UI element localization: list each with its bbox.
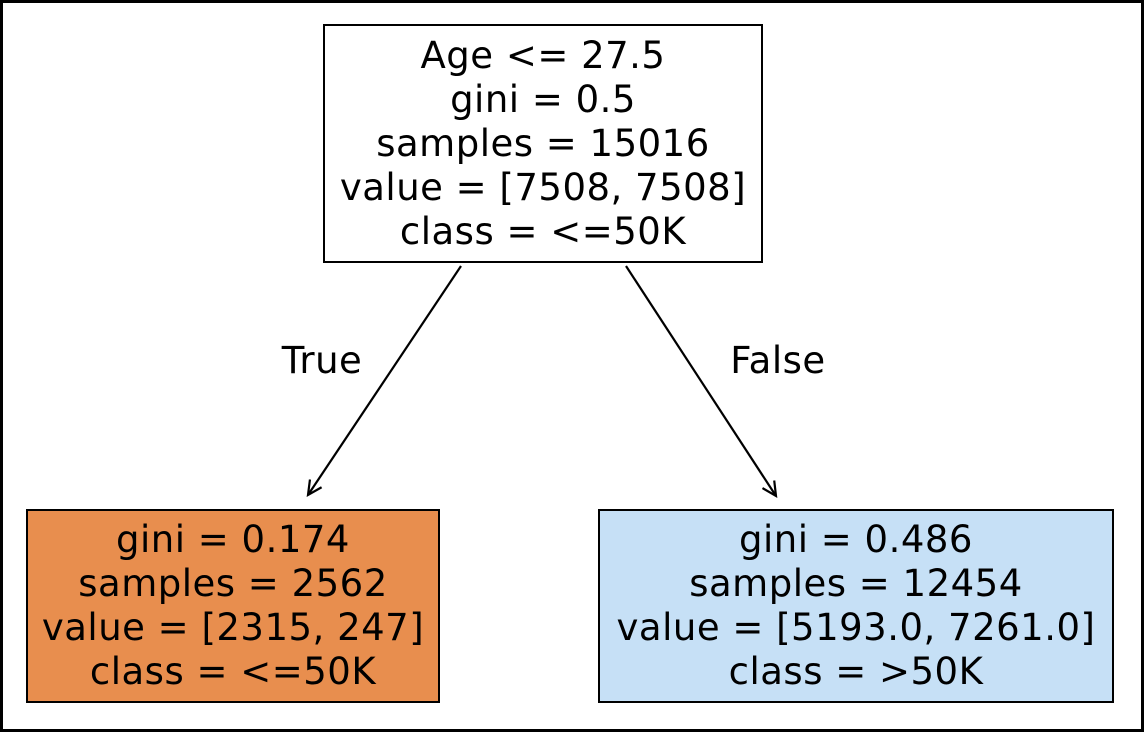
right-leaf-gini: gini = 0.486 xyxy=(739,518,973,561)
left-leaf-samples: samples = 2562 xyxy=(78,562,388,605)
root-node-gini: gini = 0.5 xyxy=(450,77,636,121)
right-leaf-class: class = >50K xyxy=(728,650,984,693)
edge-false-line xyxy=(625,265,778,499)
right-leaf-value: value = [5193.0, 7261.0] xyxy=(616,606,1096,649)
root-node-split-rule: Age <= 27.5 xyxy=(420,33,666,77)
left-leaf-node: gini = 0.174 samples = 2562 value = [231… xyxy=(26,509,440,703)
left-leaf-gini: gini = 0.174 xyxy=(116,518,350,561)
left-leaf-value: value = [2315, 247] xyxy=(41,606,425,649)
root-node-value: value = [7508, 7508] xyxy=(339,165,747,209)
left-leaf-class: class = <=50K xyxy=(89,650,377,693)
root-node-class: class = <=50K xyxy=(399,209,687,253)
root-node-samples: samples = 15016 xyxy=(376,121,710,165)
tree-edges xyxy=(306,265,778,499)
edge-true-line xyxy=(306,265,462,498)
root-node: Age <= 27.5 gini = 0.5 samples = 15016 v… xyxy=(323,24,763,263)
edge-label-false: False xyxy=(730,339,826,382)
right-leaf-node: gini = 0.486 samples = 12454 value = [51… xyxy=(598,509,1114,703)
right-leaf-samples: samples = 12454 xyxy=(689,562,1023,605)
edge-label-true: True xyxy=(281,339,363,382)
